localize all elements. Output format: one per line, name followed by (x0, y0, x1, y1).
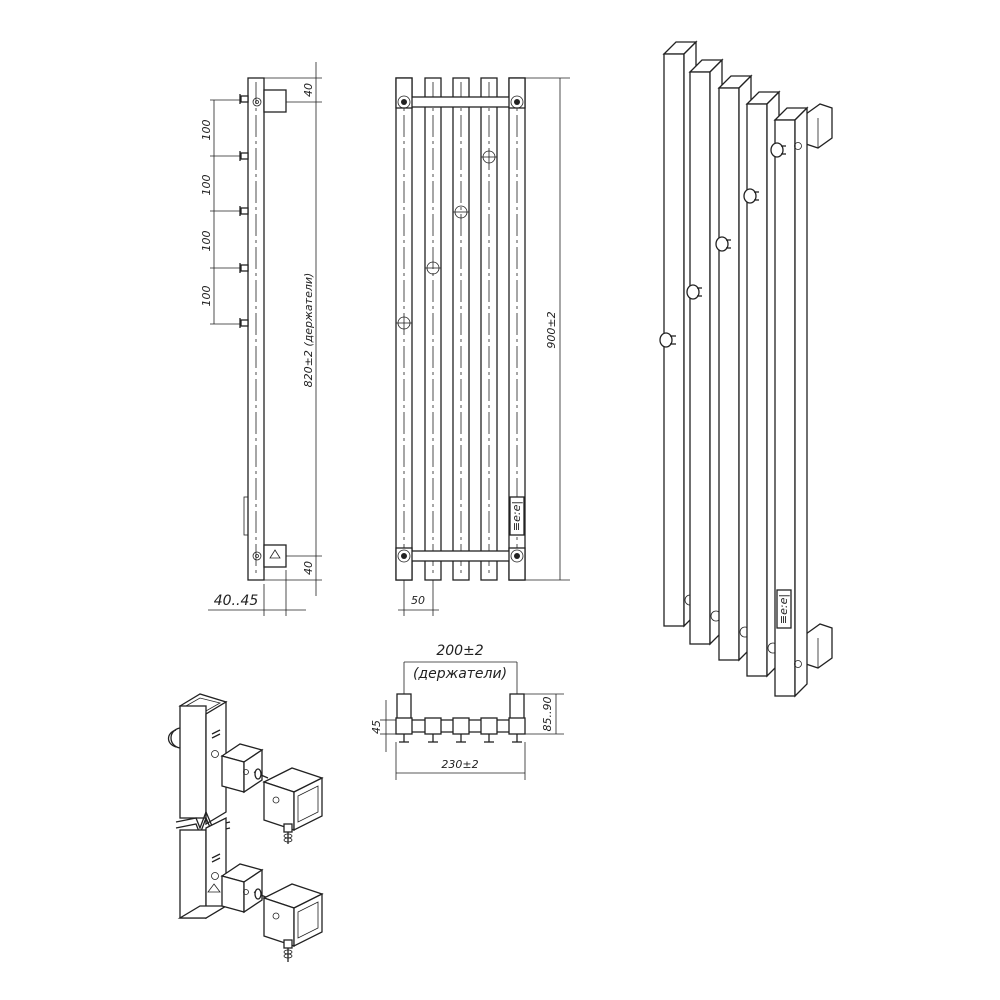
holder-spacing-label: 200±2 (436, 643, 483, 659)
side-right-dimensions (264, 62, 322, 596)
total-height-label: 900±2 (545, 311, 558, 348)
top-view: 200±2 (держатели) 45 85..90 (370, 643, 564, 780)
isometric-view: ≡e:e| (659, 40, 833, 698)
bottom-connector (403, 550, 518, 562)
iso-screw-top (794, 142, 802, 150)
brand-label-front: ≡e:e| (510, 501, 523, 531)
iso-tube-3 (717, 74, 753, 662)
top-connector (403, 96, 518, 108)
tube-pitch-label: 50 (411, 594, 425, 607)
iso-top-bracket (805, 103, 833, 149)
front-tubes (395, 77, 526, 581)
iso-tube-5: ≡e:e| (773, 106, 809, 698)
hook-spacing-label-2: 100 (200, 175, 213, 196)
hook-spacing-label-3: 100 (200, 231, 213, 252)
front-hooks (396, 150, 497, 330)
top-view-hooks (399, 734, 522, 743)
hook-spacing-label-1: 100 (200, 120, 213, 141)
lower-adapter (220, 863, 269, 914)
iso-hooks (659, 142, 786, 348)
side-bottom-bracket (263, 544, 287, 568)
detail-warning-icon (207, 883, 221, 893)
side-view: 100 100 100 100 40 40 820±2 (держатели) … (200, 62, 322, 616)
top-wall-holder-right (509, 693, 525, 721)
front-view: ≡e:e| 900±2 50 (395, 77, 570, 616)
wall-depth-label: 85..90 (541, 697, 554, 732)
mount-point-top-left (397, 95, 411, 109)
iso-tube-2 (688, 58, 724, 646)
top-gap-label: 40 (302, 83, 315, 97)
bottom-gap-label: 40 (302, 561, 315, 575)
total-width-label: 230±2 (441, 758, 478, 771)
mount-point-top-right (510, 95, 524, 109)
wall-gap-label: 40..45 (214, 593, 259, 609)
lower-holder (262, 883, 324, 962)
upper-adapter (220, 743, 269, 794)
iso-tube-4 (745, 90, 781, 678)
brand-label-iso: ≡e:e| (777, 594, 790, 624)
mount-point-bottom-left (397, 549, 411, 563)
side-top-bracket (263, 89, 287, 113)
holder-spacing-note: (держатели) (413, 666, 507, 682)
brand-label-box (509, 496, 525, 536)
mount-point-bottom-right (510, 549, 524, 563)
tube-depth-label: 45 (370, 720, 383, 734)
iso-screw-bottom (794, 660, 802, 668)
hook-spacing-label-4: 100 (200, 286, 213, 307)
iso-bottom-bracket (805, 623, 833, 669)
hook-dimension-chain (210, 99, 240, 325)
upper-holder (262, 767, 324, 844)
bracket-detail-view (167, 693, 324, 962)
warning-icon (269, 549, 281, 559)
heater-element (243, 496, 249, 536)
side-hooks (239, 94, 249, 328)
holder-length-label: 820±2 (держатели) (302, 273, 315, 388)
top-wall-holder-left (396, 693, 412, 721)
